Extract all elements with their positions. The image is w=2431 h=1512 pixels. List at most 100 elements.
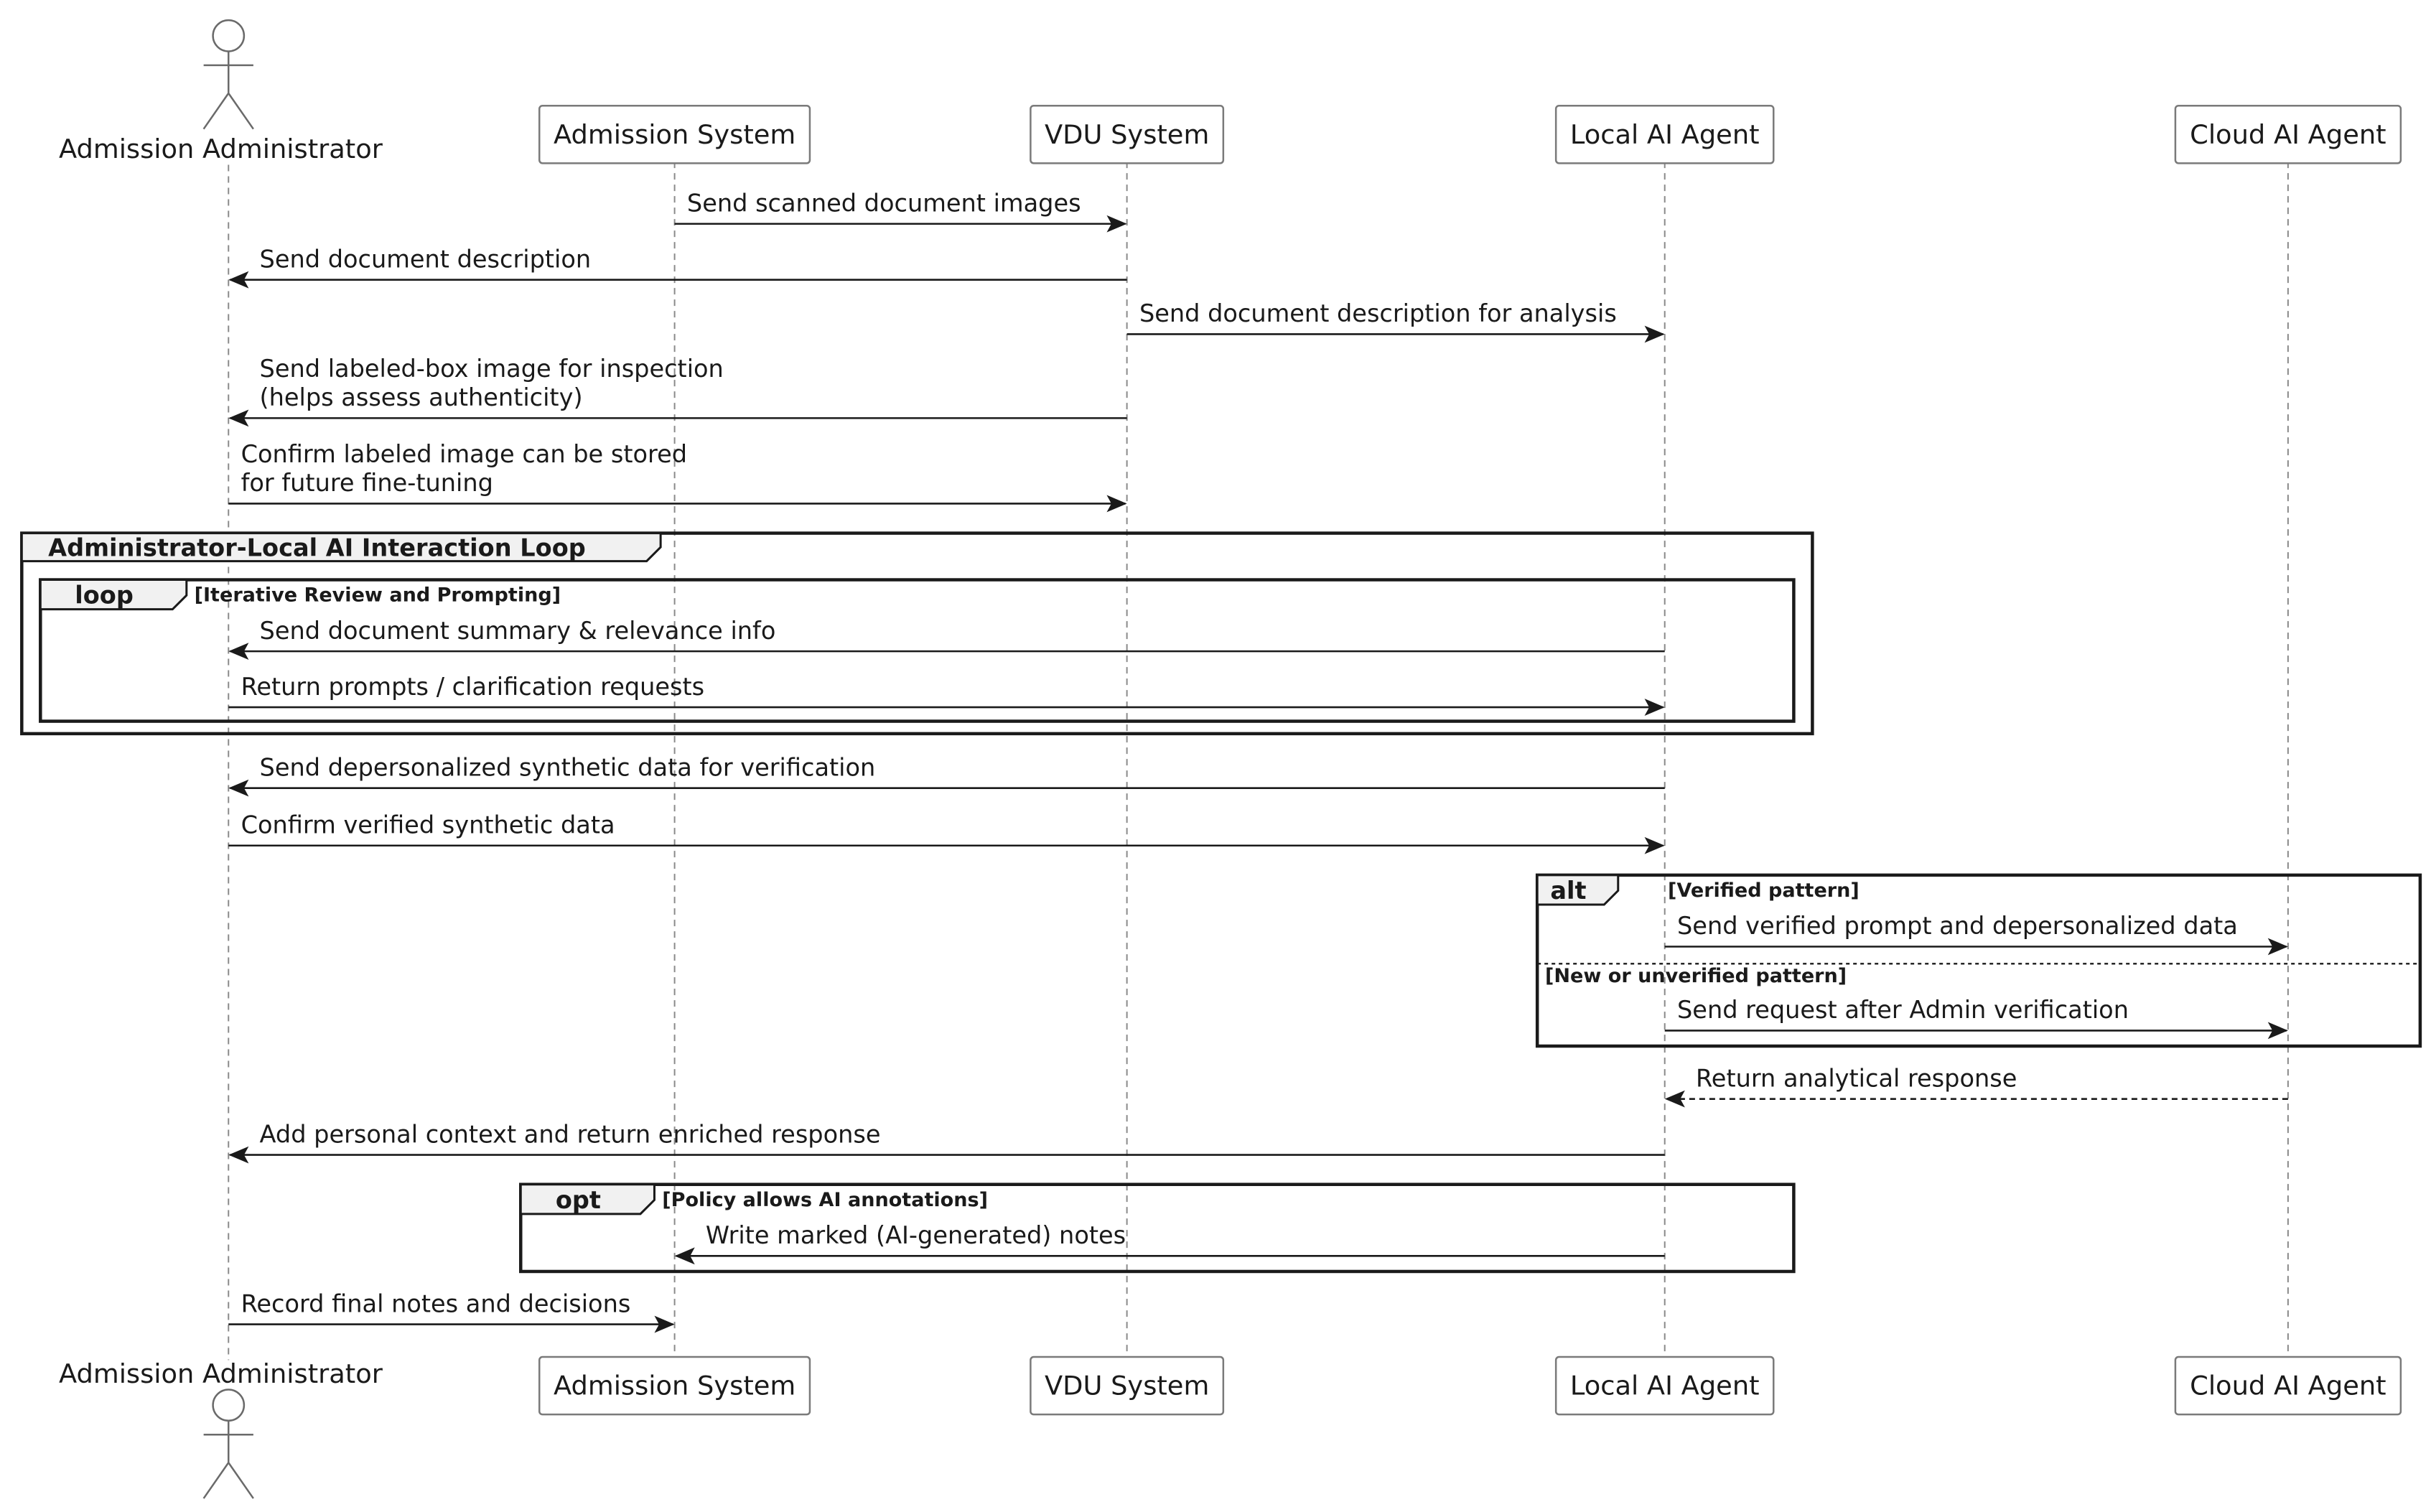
arrowhead-icon bbox=[228, 271, 249, 289]
message-label: (helps assess authenticity) bbox=[260, 383, 583, 411]
message-m10: Send verified prompt and depersonalized … bbox=[1664, 912, 2288, 956]
message-m12: Return analytical response bbox=[1664, 1064, 2288, 1108]
actor-admin-bottom: Admission Administrator bbox=[59, 1358, 383, 1499]
message-label: Confirm verified synthetic data bbox=[241, 811, 615, 839]
message-label: Send scanned document images bbox=[687, 189, 1081, 217]
participant-label: VDU System bbox=[1045, 119, 1209, 150]
fragment-else-guard: [New or unverified pattern] bbox=[1545, 965, 1847, 987]
fragment-tab bbox=[1536, 874, 1620, 906]
fragment-opt: opt[Policy allows AI annotations] bbox=[519, 1182, 1796, 1274]
arrowhead-icon bbox=[674, 1247, 695, 1265]
participant-box bbox=[1554, 104, 1775, 164]
fragment-frame bbox=[39, 578, 1796, 723]
fragment-keyword: alt bbox=[1550, 877, 1586, 905]
message-m3: Send document description for analysis bbox=[1126, 299, 1665, 343]
message-label: Send depersonalized synthetic data for v… bbox=[260, 753, 876, 781]
actor-leg-left-icon bbox=[202, 1462, 230, 1499]
message-label: Send labeled-box image for inspection bbox=[260, 355, 724, 383]
arrowhead-icon bbox=[228, 409, 249, 427]
participant-label: Local AI Agent bbox=[1570, 1371, 1760, 1401]
fragment-alt: alt [Verified pattern] [New or unverified … bbox=[1535, 873, 2422, 1048]
arrowhead-icon bbox=[1664, 1090, 1685, 1108]
message-m9: Confirm verified synthetic data bbox=[228, 811, 1665, 854]
fragment-frame bbox=[1535, 873, 2422, 1048]
participant-label: Admission System bbox=[554, 1371, 795, 1401]
actor-head-icon bbox=[212, 1389, 246, 1422]
fragment-guard: [Verified pattern] bbox=[1668, 879, 1860, 902]
fragment-keyword: Administrator-Local AI Interaction Loop bbox=[48, 534, 586, 562]
arrowhead-icon bbox=[1644, 836, 1665, 854]
participant-label: Cloud AI Agent bbox=[2190, 119, 2386, 150]
arrowhead-icon bbox=[2267, 1022, 2288, 1040]
participant-box bbox=[2174, 104, 2402, 164]
arrowhead-icon bbox=[1106, 495, 1127, 513]
message-label: Send request after Admin verification bbox=[1677, 996, 2129, 1024]
message-m4: Send labeled-box image for inspection(he… bbox=[228, 355, 1127, 427]
fragment-keyword: opt bbox=[556, 1186, 601, 1214]
message-label: Return analytical response bbox=[1696, 1064, 2017, 1092]
actor-admin-top: Admission Administrator bbox=[59, 19, 383, 164]
message-m11: Send request after Admin verification bbox=[1664, 996, 2288, 1040]
participant-label: Admission Administrator bbox=[59, 1358, 383, 1389]
participant-local-bottom: Local AI Agent bbox=[1554, 1355, 1775, 1416]
message-label: Confirm labeled image can be stored bbox=[241, 440, 687, 468]
participant-cloud-top: Cloud AI Agent bbox=[2174, 104, 2402, 164]
actor-leg-left-icon bbox=[202, 93, 230, 130]
participant-box bbox=[538, 104, 811, 164]
fragment-guard: [Iterative Review and Prompting] bbox=[195, 584, 561, 607]
message-m7: Return prompts / clarification requests bbox=[228, 673, 1665, 716]
message-m1: Send scanned document images bbox=[674, 189, 1127, 233]
message-m6: Send document summary & relevance info bbox=[228, 617, 1665, 661]
message-label: Add personal context and return enriched… bbox=[260, 1120, 881, 1148]
message-label: Send document description bbox=[260, 245, 592, 273]
arrowhead-icon bbox=[1106, 215, 1127, 233]
participant-box bbox=[2174, 1355, 2402, 1416]
participant-label: Admission Administrator bbox=[59, 134, 383, 164]
participant-box bbox=[1030, 1355, 1225, 1416]
participant-box bbox=[1030, 104, 1225, 164]
arrowhead-icon bbox=[1644, 325, 1665, 343]
participant-vdu-top: VDU System bbox=[1030, 104, 1225, 164]
message-label: Write marked (AI-generated) notes bbox=[706, 1221, 1126, 1249]
arrowhead-icon bbox=[654, 1315, 675, 1333]
message-label: Send document summary & relevance info bbox=[260, 617, 776, 645]
participant-admsys-top: Admission System bbox=[538, 104, 811, 164]
message-m13: Add personal context and return enriched… bbox=[228, 1120, 1665, 1164]
combined-fragments: Administrator-Local AI Interaction Loop l… bbox=[20, 531, 2422, 1274]
participant-local-top: Local AI Agent bbox=[1554, 104, 1775, 164]
fragment-keyword: loop bbox=[75, 582, 134, 610]
fragment-frame bbox=[519, 1182, 1796, 1274]
message-label: Send document description for analysis bbox=[1139, 299, 1617, 327]
fragment-tab bbox=[519, 1183, 655, 1215]
fragment-frame bbox=[20, 531, 1814, 736]
arrowhead-icon bbox=[1644, 699, 1665, 716]
actor-head-icon bbox=[212, 19, 246, 52]
message-label: for future fine-tuning bbox=[241, 469, 493, 497]
fragment-tab bbox=[20, 532, 662, 563]
actor-leg-right-icon bbox=[228, 93, 254, 130]
participant-cloud-bottom: Cloud AI Agent bbox=[2174, 1355, 2402, 1416]
message-m15: Record final notes and decisions bbox=[228, 1289, 675, 1333]
fragment-tab bbox=[39, 579, 188, 611]
message-label: Record final notes and decisions bbox=[241, 1289, 631, 1317]
participant-label: Local AI Agent bbox=[1570, 119, 1760, 150]
message-m2: Send document description bbox=[228, 245, 1127, 289]
arrowhead-icon bbox=[2267, 938, 2288, 956]
participant-label: Cloud AI Agent bbox=[2190, 1371, 2386, 1401]
fragment-group: Administrator-Local AI Interaction Loop bbox=[20, 531, 1814, 736]
arrowhead-icon bbox=[228, 1146, 249, 1164]
actor-leg-right-icon bbox=[228, 1462, 254, 1499]
message-m14: Write marked (AI-generated) notes bbox=[674, 1221, 1665, 1265]
message-label: Return prompts / clarification requests bbox=[241, 673, 705, 701]
fragment-loop: loop [Iterative Review and Prompting] bbox=[39, 578, 1796, 723]
arrowhead-icon bbox=[228, 643, 249, 661]
participant-label: VDU System bbox=[1045, 1371, 1209, 1401]
message-label: Send verified prompt and depersonalized … bbox=[1677, 912, 2238, 940]
lifelines bbox=[228, 162, 2289, 1361]
participant-admsys-bottom: Admission System bbox=[538, 1355, 811, 1416]
participant-box bbox=[538, 1355, 811, 1416]
